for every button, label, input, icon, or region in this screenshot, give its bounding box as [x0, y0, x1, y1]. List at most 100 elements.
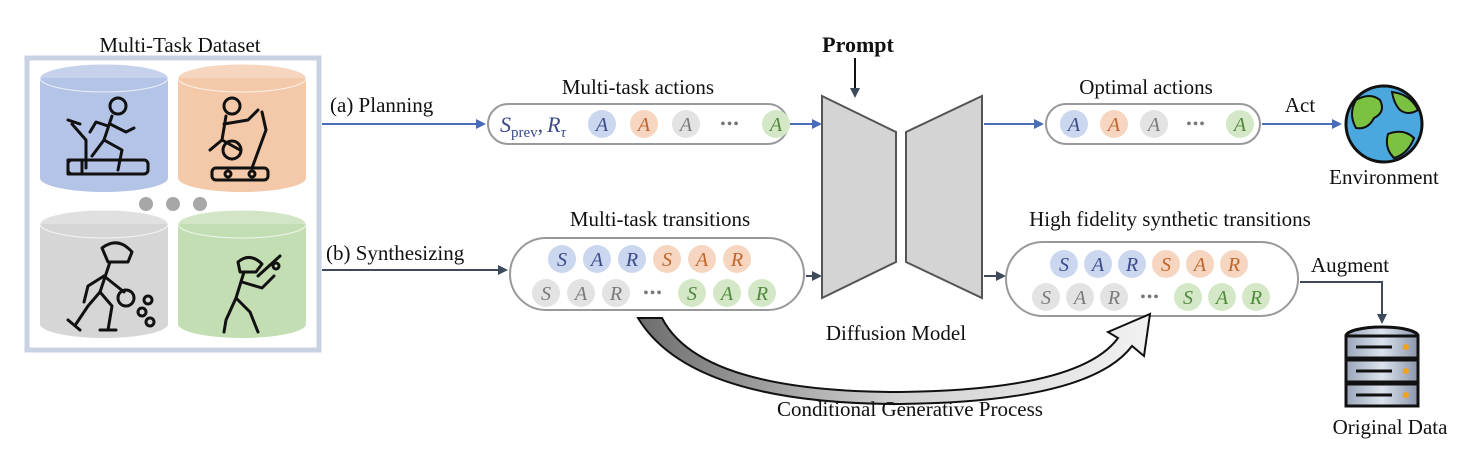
token-label: S — [1183, 287, 1193, 309]
token-bubble — [1208, 283, 1236, 311]
token-bubble — [1050, 250, 1078, 278]
token-label: R — [1227, 254, 1240, 276]
token-bubble — [583, 245, 611, 273]
conditional-generative-process-label: Conditional Generative Process — [777, 397, 1043, 421]
token-bubble — [723, 245, 751, 273]
database-icon — [1344, 325, 1420, 408]
token-bubble — [630, 110, 658, 138]
token-label: S — [687, 283, 697, 305]
token-bubble — [1242, 283, 1270, 311]
token-label: A — [1214, 287, 1229, 309]
diffusion-encoder-shape — [821, 94, 897, 300]
token-bubble — [1118, 250, 1146, 278]
token-bubble — [1140, 110, 1168, 138]
token-label: A — [719, 283, 734, 305]
token-label: R — [1107, 287, 1120, 309]
token-label: A — [1192, 254, 1207, 276]
token-label: R — [730, 249, 743, 271]
token-bubble — [1032, 283, 1060, 311]
token-bubble — [1066, 283, 1094, 311]
token-label: S — [1161, 254, 1171, 276]
token-label: A — [678, 114, 693, 136]
act-label: Act — [1285, 93, 1315, 117]
environment-label: Environment — [1329, 165, 1439, 189]
token-bubble — [678, 279, 706, 307]
planning-label: (a) Planning — [330, 93, 434, 117]
augment-arrow — [1300, 281, 1387, 324]
conditional-generative-process-arrow — [636, 312, 1152, 406]
token-label: R — [609, 283, 622, 305]
synthetic-transitions-title: High fidelity synthetic transitions — [1029, 207, 1311, 231]
elliptical-cylinder-top — [177, 63, 307, 93]
token-bubble — [1100, 110, 1128, 138]
prompt-label: Prompt — [822, 32, 894, 57]
dataset-cylinder-treadmill — [39, 63, 169, 192]
basketball-player-icon — [66, 241, 156, 332]
more-tasks-dot — [193, 197, 207, 211]
token-bubble — [672, 110, 700, 138]
treadmill-runner-icon — [66, 96, 150, 176]
token-label: R — [755, 283, 768, 305]
token-bubble — [1186, 250, 1214, 278]
token-label: A — [1232, 114, 1247, 136]
token-label: A — [1146, 114, 1161, 136]
more-tasks-dot — [166, 197, 180, 211]
synthesizing-label: (b) Synthesizing — [326, 241, 465, 265]
token-bubble — [1060, 110, 1088, 138]
token-bubble — [618, 245, 646, 273]
condition-state: Sprev,Rτ — [500, 112, 567, 141]
token-label: R — [1249, 287, 1262, 309]
multi-task-transitions-title: Multi-task transitions — [570, 207, 750, 231]
ellipsis-dots: ••• — [720, 116, 740, 133]
elliptical-cylinder-body — [178, 78, 306, 192]
token-label: A — [1090, 254, 1105, 276]
token-label: A — [589, 249, 604, 271]
token-bubble — [1084, 250, 1112, 278]
globe-icon — [1344, 84, 1424, 164]
token-label: A — [636, 114, 651, 136]
token-bubble — [1174, 283, 1202, 311]
token-bubble — [1152, 250, 1180, 278]
token-label: A — [694, 249, 709, 271]
token-bubble — [548, 245, 576, 273]
token-bubble — [588, 110, 616, 138]
token-bubble — [602, 279, 630, 307]
original-data-label: Original Data — [1333, 415, 1449, 439]
treadmill-cylinder-top — [39, 63, 169, 93]
token-label: S — [662, 249, 672, 271]
token-label: A — [1106, 114, 1121, 136]
optimal-actions-title: Optimal actions — [1079, 75, 1213, 99]
token-bubble — [567, 279, 595, 307]
token-label: S — [541, 283, 551, 305]
ellipsis-dots: ••• — [643, 285, 663, 302]
token-label: A — [573, 283, 588, 305]
baseball-batter-icon — [222, 254, 282, 334]
token-bubble — [1226, 110, 1254, 138]
dataset-frame — [24, 55, 322, 353]
elliptical-trainer-icon — [208, 96, 270, 182]
dataset-title: Multi-Task Dataset — [99, 33, 260, 57]
token-bubble — [1220, 250, 1248, 278]
token-label: A — [1066, 114, 1081, 136]
token-label: A — [768, 114, 783, 136]
token-label: S — [1059, 254, 1069, 276]
baseball-cylinder-top — [177, 209, 307, 239]
diffusion-decoder-shape — [905, 94, 983, 300]
token-bubble — [688, 245, 716, 273]
token-label: R — [1125, 254, 1138, 276]
token-label: A — [1072, 287, 1087, 309]
token-label: S — [557, 249, 567, 271]
multi-task-actions-title: Multi-task actions — [562, 75, 714, 99]
ellipsis-dots: ••• — [1140, 289, 1160, 306]
token-bubble — [532, 279, 560, 307]
token-bubble — [713, 279, 741, 307]
basketball-cylinder-top — [39, 209, 169, 239]
more-tasks-dot — [139, 197, 153, 211]
